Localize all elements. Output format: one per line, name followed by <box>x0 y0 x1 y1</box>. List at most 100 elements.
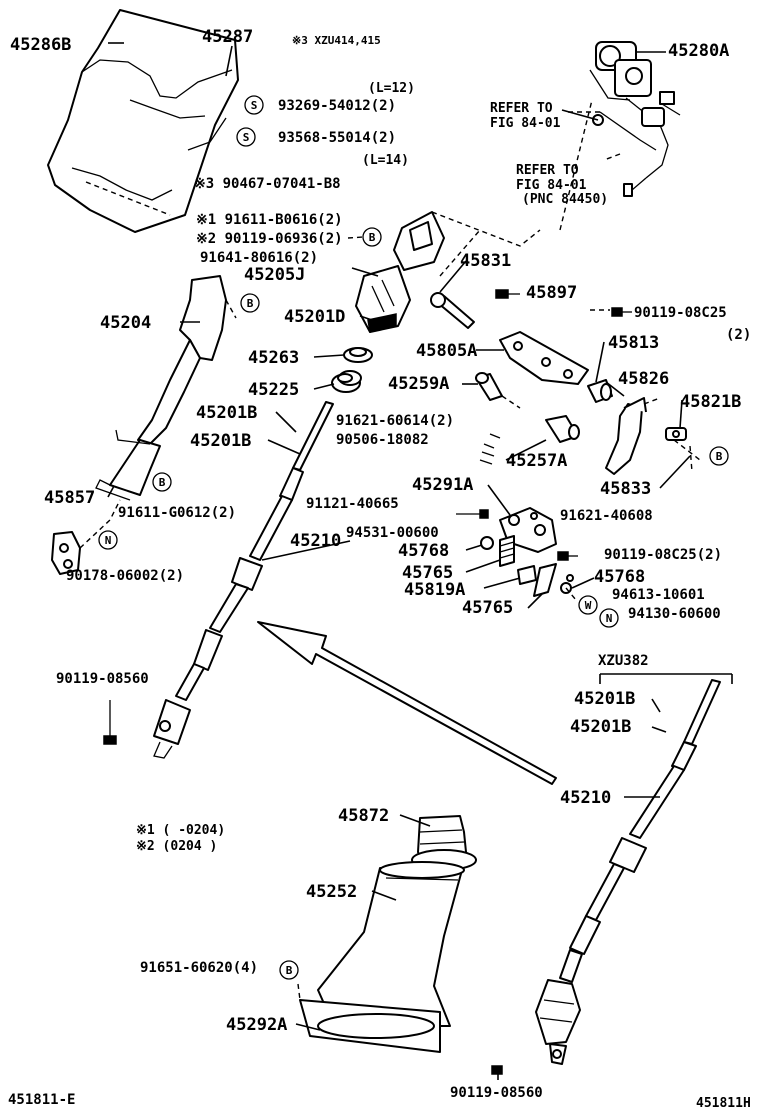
label-45204: 45204 <box>100 313 151 333</box>
refer-2a: REFER TO <box>516 163 579 178</box>
bolts-part <box>103 289 632 1075</box>
sleeve-45813-part <box>587 379 613 403</box>
label-91621-60614: 91621-60614(2) <box>336 413 454 429</box>
part-labels: 45286B 45287 ※3 XZU414,415 (L=12) 93269-… <box>8 27 751 1111</box>
label-45768-1: 45768 <box>398 541 449 561</box>
label-45210-2: 45210 <box>560 788 611 808</box>
bracket-45857-part <box>51 499 121 575</box>
svg-text:B: B <box>247 297 254 310</box>
intermediate-shaft-part <box>153 401 334 759</box>
svg-text:B: B <box>159 476 166 489</box>
refer-1b: FIG 84-01 <box>490 116 561 131</box>
label-93269: 93269-54012(2) <box>278 98 396 114</box>
label-45257a: 45257A <box>506 451 567 471</box>
clip-45821b-part <box>665 427 687 441</box>
label-45286b: 45286B <box>10 35 71 55</box>
label-90119-08c25-a-qty: (2) <box>726 327 751 343</box>
callout-b-3: B <box>152 472 172 492</box>
label-91651: 91651-60620(4) <box>140 960 258 976</box>
callout-markers: S S B B B N B W N B <box>98 95 729 980</box>
label-45287: 45287 <box>202 27 253 47</box>
label-90119-08c25-b: 90119-08C25(2) <box>604 547 722 563</box>
svg-text:B: B <box>716 450 723 463</box>
callout-b-1: B <box>240 293 260 313</box>
svg-text:N: N <box>606 612 613 625</box>
label-45201b-4: 45201B <box>570 717 631 737</box>
callout-s-1: S <box>244 95 264 115</box>
leader-lines <box>107 42 691 1080</box>
label-45201b-2: 45201B <box>190 431 251 451</box>
callout-n-2: N <box>599 608 619 628</box>
label-91611g: 91611-G0612(2) <box>118 505 236 521</box>
label-45201b-1: 45201B <box>196 403 257 423</box>
label-91641: 91641-80616(2) <box>200 250 318 266</box>
label-45872: 45872 <box>338 806 389 826</box>
svg-text:B: B <box>286 964 293 977</box>
label-91611b: ※1 91611-B0616(2) <box>196 212 343 228</box>
label-45225: 45225 <box>248 380 299 400</box>
label-45280a: 45280A <box>668 41 729 61</box>
variant-shaft-part <box>535 679 721 1065</box>
label-45897: 45897 <box>526 283 577 303</box>
label-91621-40608: 91621-40608 <box>560 508 653 524</box>
joint-part <box>355 211 541 333</box>
svg-text:S: S <box>243 131 250 144</box>
variant-bracket-line <box>599 673 733 684</box>
label-45210: 45210 <box>290 531 341 551</box>
label-45765-1: 45765 <box>402 563 453 583</box>
label-45291a: 45291A <box>412 475 473 495</box>
label-45826: 45826 <box>618 369 669 389</box>
variant-label: XZU382 <box>598 653 649 669</box>
switch-assembly-part <box>589 41 681 197</box>
bracket-45805a-part <box>499 331 589 385</box>
label-90178: 90178-06002(2) <box>66 568 184 584</box>
part-45259a <box>475 372 521 409</box>
label-45765-2: 45765 <box>462 598 513 618</box>
rod-45831-part <box>430 229 481 329</box>
dust-boot-part <box>297 815 477 1053</box>
refer-2b: FIG 84-01 <box>516 178 587 193</box>
label-45819a: 45819A <box>404 580 465 600</box>
svg-text:W: W <box>585 599 592 612</box>
label-90506: 90506-18082 <box>336 432 429 448</box>
label-45263: 45263 <box>248 348 299 368</box>
washers-part <box>480 535 574 597</box>
column-cover-part <box>47 9 239 233</box>
note-range-2: ※2 (0204 ) <box>136 839 217 854</box>
svg-text:N: N <box>105 534 112 547</box>
callout-s-2: S <box>236 127 256 147</box>
note-range-1: ※1 ( -0204) <box>136 823 225 838</box>
label-90119-08560-a: 90119-08560 <box>56 671 149 687</box>
label-45201d: 45201D <box>284 307 345 327</box>
figure-id-right: 451811H <box>696 1096 751 1111</box>
label-94130: 94130-60600 <box>628 606 721 622</box>
label-45252: 45252 <box>306 882 357 902</box>
label-45201b-3: 45201B <box>574 689 635 709</box>
label-45821b: 45821B <box>680 392 741 412</box>
label-90119-06936: ※2 90119-06936(2) <box>196 231 343 247</box>
refer-1a: REFER TO <box>490 101 553 116</box>
svg-text:B: B <box>369 231 376 244</box>
callout-n-1: N <box>98 530 118 550</box>
figure-id-left: 451811-E <box>8 1092 75 1108</box>
steering-column-part <box>95 275 237 501</box>
callout-b-2: B <box>362 227 382 247</box>
label-94531: 94531-00600 <box>346 525 439 541</box>
label-len14: (L=14) <box>362 153 409 168</box>
label-45813: 45813 <box>608 333 659 353</box>
label-45857: 45857 <box>44 488 95 508</box>
rings-part <box>331 347 373 393</box>
label-len12: (L=12) <box>368 81 415 96</box>
label-91121: 91121-40665 <box>306 496 399 512</box>
note-top: ※3 XZU414,415 <box>292 34 381 47</box>
label-45205j: 45205J <box>244 265 305 285</box>
pnc-note: (PNC 84450) <box>522 192 608 207</box>
label-45833: 45833 <box>600 479 651 499</box>
svg-text:S: S <box>251 99 258 112</box>
flow-arrow <box>257 621 557 785</box>
label-45259a: 45259A <box>388 374 449 394</box>
lever-45826-part <box>605 397 647 475</box>
label-45292a: 45292A <box>226 1015 287 1035</box>
callout-b-4: B <box>709 446 729 466</box>
